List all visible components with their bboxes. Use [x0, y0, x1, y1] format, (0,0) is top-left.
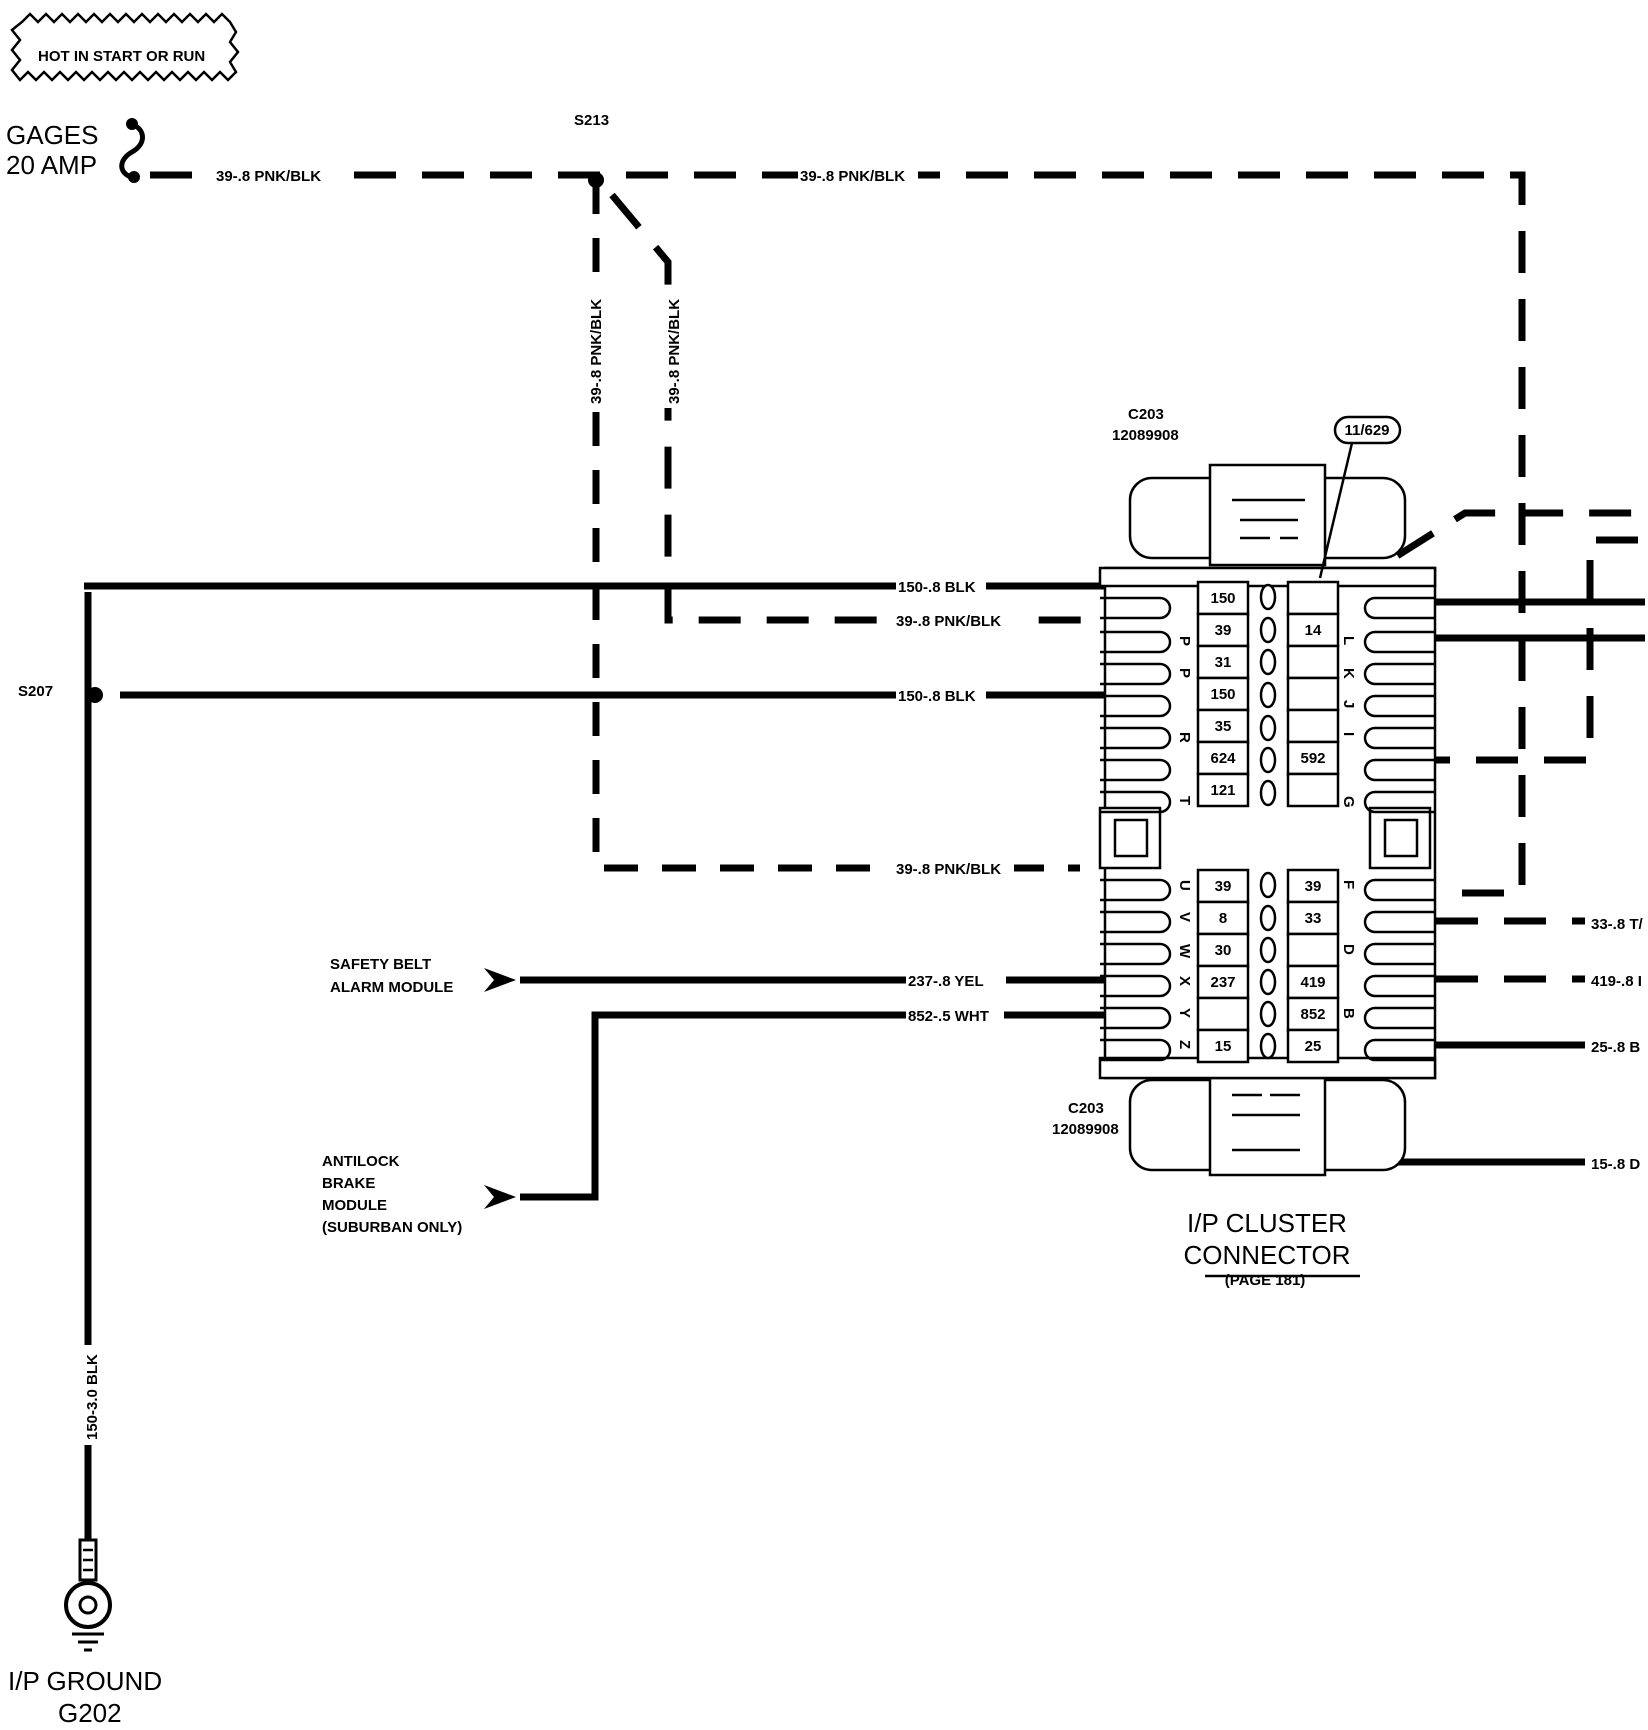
pin-cell: 39: [1305, 878, 1322, 895]
svg-text:T: T: [1176, 796, 1193, 805]
connector-name-top: C203: [1128, 406, 1164, 423]
hot-in-start-banner: HOT IN START OR RUN: [10, 12, 240, 82]
connector-part-top: 12089908: [1112, 427, 1179, 444]
abs-label-3: MODULE: [322, 1197, 387, 1214]
lower-right-pins: 39 33 419 852 25: [1286, 868, 1340, 1064]
svg-text:R: R: [1176, 732, 1193, 743]
upper-right-pins: 14 592: [1286, 580, 1340, 808]
connector-part-bottom: 12089908: [1052, 1121, 1119, 1138]
abs-label-2: BRAKE: [322, 1175, 375, 1192]
safety-belt-label-2: ALARM MODULE: [330, 979, 453, 996]
wire-label-33-out: 33-.8 T/: [1591, 916, 1644, 933]
fuse-symbol-icon: [119, 121, 145, 181]
svg-text:L: L: [1340, 636, 1357, 645]
wire-label-15-out: 15-.8 D: [1591, 1156, 1640, 1173]
pin-cell: 852: [1300, 1006, 1325, 1023]
pin-cell: 150: [1210, 686, 1235, 703]
svg-text:Z: Z: [1176, 1040, 1193, 1049]
ground-g202: I/P GROUND G202: [8, 1538, 162, 1728]
svg-text:J: J: [1340, 700, 1357, 708]
connector-name-bottom: C203: [1068, 1100, 1104, 1117]
circuit-852-wht: [484, 1011, 1190, 1209]
wire-label-150-b: 150-.8 BLK: [898, 688, 976, 705]
safety-belt-arrow-icon: [484, 968, 516, 992]
circuit-237-yel: [484, 968, 1190, 992]
wire-label-39-vert-a: 39-.8 PNK/BLK: [588, 299, 605, 404]
fuse-label-line1: GAGES: [6, 120, 98, 150]
pin-cell: 25: [1305, 1038, 1322, 1055]
right-outgoing-wires: [1228, 509, 1645, 1166]
gages-fuse: GAGES 20 AMP: [6, 118, 145, 183]
splice-s207-dot: [87, 687, 103, 703]
pin-cell: 35: [1215, 718, 1232, 735]
splice-s207-label: S207: [18, 683, 53, 700]
wire-label-39-top-right: 39-.8 PNK/BLK: [800, 168, 905, 185]
pin-cell: 39: [1215, 878, 1232, 895]
abs-label-1: ANTILOCK: [322, 1153, 400, 1170]
ground-symbol-icon: [72, 1632, 104, 1652]
upper-left-pins: 150 39 31 150 35 624 121: [1196, 580, 1250, 808]
pin-cell: 31: [1215, 654, 1232, 671]
splice-s213-dot: [588, 172, 604, 188]
callout-label: 11/629: [1344, 422, 1389, 439]
svg-text:Y: Y: [1176, 1008, 1193, 1018]
svg-text:X: X: [1176, 976, 1193, 986]
lower-left-pins: 39 8 30 237 15: [1196, 868, 1250, 1064]
wire-label-39-lower: 39-.8 PNK/BLK: [896, 861, 1001, 878]
wire-label-39-pin-n: 39-.8 PNK/BLK: [896, 613, 1001, 630]
pin-cell: 15: [1215, 1038, 1232, 1055]
svg-text:U: U: [1176, 880, 1193, 891]
svg-text:K: K: [1340, 668, 1357, 679]
circuit-150-blk: [84, 582, 1192, 1540]
callout-badge: [1333, 415, 1402, 445]
svg-text:B: B: [1340, 1008, 1357, 1019]
connector-page-ref: (PAGE 181): [1225, 1272, 1306, 1289]
abs-label-4: (SUBURBAN ONLY): [322, 1219, 462, 1236]
splice-s213-label: S213: [574, 112, 609, 129]
pin-cell: 592: [1300, 750, 1325, 767]
wire-label-852: 852-.5 WHT: [908, 1008, 989, 1025]
svg-text:D: D: [1340, 944, 1357, 955]
pin-cell: 14: [1305, 622, 1322, 639]
svg-text:P: P: [1176, 636, 1193, 646]
svg-text:I: I: [1340, 732, 1357, 736]
wire-label-237: 237-.8 YEL: [908, 973, 984, 990]
connector-center-ovals: [1259, 583, 1277, 1060]
wire-label-39-vert-b: 39-.8 PNK/BLK: [666, 299, 683, 404]
wire-label-150-a: 150-.8 BLK: [898, 579, 976, 596]
safety-belt-label-1: SAFETY BELT: [330, 956, 431, 973]
banner-text: HOT IN START OR RUN: [38, 48, 205, 65]
svg-text:V: V: [1176, 912, 1193, 922]
abs-arrow-icon: [484, 1185, 516, 1209]
fuse-label-line2: 20 AMP: [6, 150, 97, 180]
pin-cell: 150: [1210, 590, 1235, 607]
svg-text:W: W: [1176, 944, 1193, 959]
pin-cell: 39: [1215, 622, 1232, 639]
pin-cell: 33: [1305, 910, 1322, 927]
cavity-letters: P P R T L K J I G U V W X Y Z F D B: [1176, 636, 1357, 1049]
pin-cell: 8: [1219, 910, 1227, 927]
pin-cell: 419: [1300, 974, 1325, 991]
pin-cell: 30: [1215, 942, 1232, 959]
pin-cell: 624: [1210, 750, 1236, 767]
svg-text:G: G: [1340, 796, 1357, 808]
ground-label-line2: G202: [58, 1698, 122, 1728]
wire-label-39-top-left: 39-.8 PNK/BLK: [216, 168, 321, 185]
wire-label-ground-vert: 150-3.0 BLK: [84, 1354, 101, 1440]
pin-cell: 237: [1210, 974, 1235, 991]
wire-label-419-out: 419-.8 I: [1591, 973, 1642, 990]
ip-cluster-connector: 150 39 31 150 35 624 121 14 592 39 8 30 …: [1098, 415, 1437, 1177]
svg-text:P: P: [1176, 668, 1193, 678]
wire-label-25-out: 25-.8 B: [1591, 1039, 1640, 1056]
ground-label-line1: I/P GROUND: [8, 1666, 162, 1696]
connector-title-line2: CONNECTOR: [1183, 1240, 1350, 1270]
svg-text:F: F: [1340, 880, 1357, 889]
pin-cell: 121: [1210, 782, 1235, 799]
connector-title-line1: I/P CLUSTER: [1187, 1208, 1347, 1238]
